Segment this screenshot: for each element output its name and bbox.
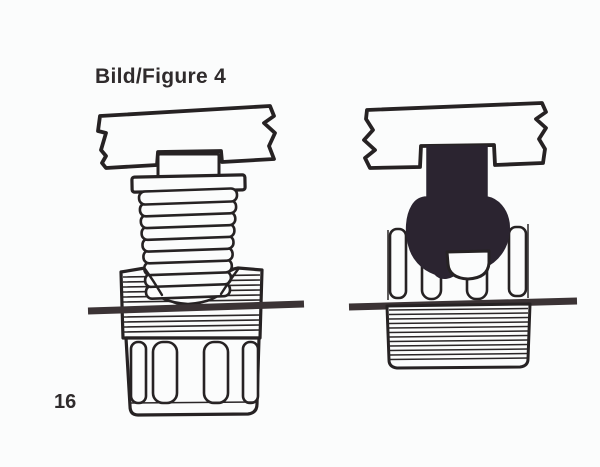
bolt-tip-cup bbox=[445, 249, 491, 281]
figure-caption: Bild/Figure 4 bbox=[95, 65, 227, 88]
seated-bolt-silhouette bbox=[405, 145, 510, 279]
panel-board-left bbox=[96, 104, 277, 170]
panel-edge-line-left bbox=[87, 300, 305, 315]
figure-left-drawing bbox=[87, 104, 305, 417]
panel-board-right bbox=[362, 101, 548, 170]
cup-lip-right bbox=[219, 266, 241, 296]
figure-right-drawing bbox=[348, 101, 578, 370]
page-number: 16 bbox=[54, 391, 77, 413]
connector-lower-castellation bbox=[124, 336, 261, 417]
cup-lip-left bbox=[143, 267, 164, 297]
bolt-thread bbox=[137, 187, 239, 306]
connector-lower-knurl bbox=[385, 302, 532, 370]
